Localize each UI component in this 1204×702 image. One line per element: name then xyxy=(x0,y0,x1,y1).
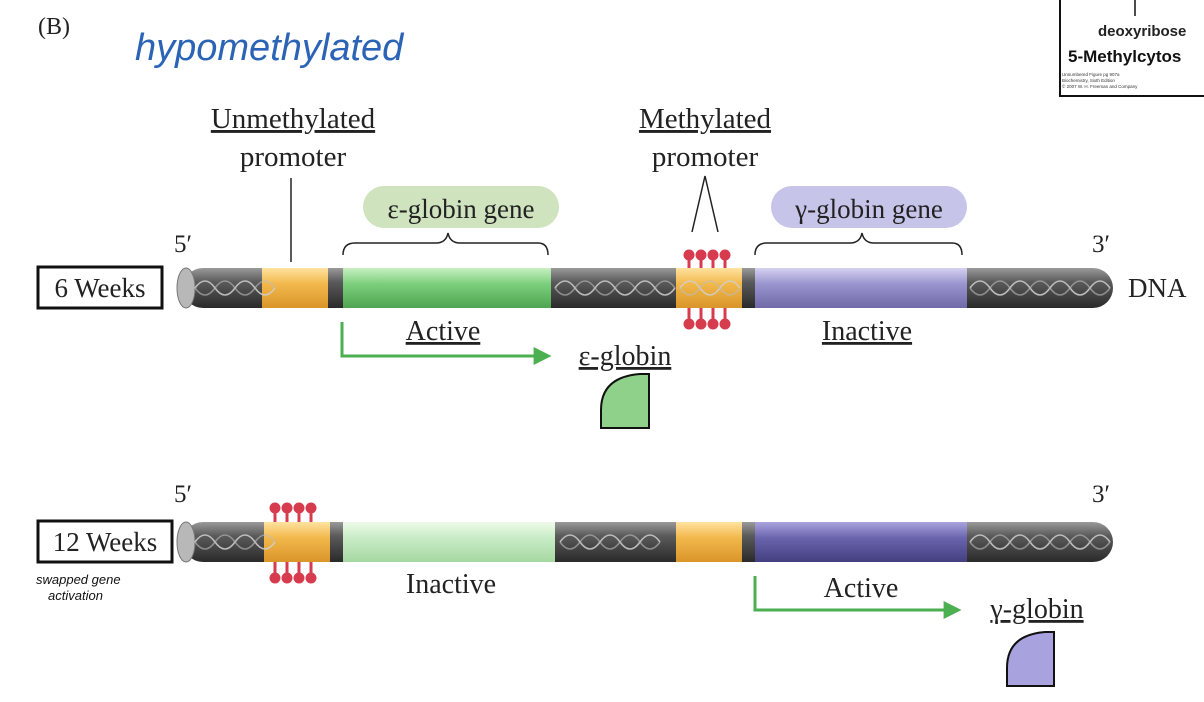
epsilon-gene-active xyxy=(343,268,551,308)
gamma-gene-label: γ-globin gene xyxy=(794,194,943,224)
epsilon-gene-label: ε-globin gene xyxy=(387,194,534,224)
dna-strand-row2 xyxy=(176,521,1113,563)
dna-strand-row1 xyxy=(176,267,1113,309)
gamma-promoter-unmethylated-region xyxy=(676,522,742,562)
methylated-promoter-label: promoter xyxy=(652,141,759,173)
methyl-groups-row1 xyxy=(683,249,731,330)
epsilon-state-row2: Inactive xyxy=(406,569,496,600)
time-label-12-weeks: 12 Weeks xyxy=(53,527,158,557)
methylated-promoter-region xyxy=(676,268,742,308)
epsilon-gene-inactive xyxy=(343,522,555,562)
row1-5prime: 5′ xyxy=(174,231,192,258)
row2-5prime: 5′ xyxy=(174,481,192,508)
inset-deoxyribose: deoxyribose xyxy=(1098,23,1186,40)
methylated-label: Methylated xyxy=(639,103,772,135)
gamma-globin-protein-icon xyxy=(1006,631,1055,687)
inset-caption-2: Biochemistry, Sixth Edition xyxy=(1062,78,1115,83)
gamma-globin-product: γ-globin xyxy=(989,594,1083,625)
time-box-6-weeks xyxy=(36,265,164,310)
methyl-groups-row2 xyxy=(269,502,317,584)
gamma-gene-brace xyxy=(754,232,963,256)
transcription-arrow-epsilon xyxy=(340,322,552,365)
transcription-arrow-gamma xyxy=(753,576,962,619)
unmethylated-promoter-region xyxy=(262,268,328,308)
gamma-state-row2: Active xyxy=(824,573,899,604)
epsilon-promoter-methylated-region xyxy=(264,522,330,562)
gamma-gene-active xyxy=(755,522,967,562)
row-12-weeks: 5′ 3′ 12 Weeks Inactive Active γ-g xyxy=(36,481,1113,687)
inset-caption-1: Unnumbered Figure pg 907a xyxy=(1062,72,1120,77)
unmethylated-label: Unmethylated xyxy=(211,103,376,135)
handwritten-note: swapped gene activation xyxy=(36,572,121,603)
handwritten-note-line1: swapped gene xyxy=(36,572,121,587)
dna-label: DNA xyxy=(1128,273,1187,303)
epsilon-gene-brace xyxy=(342,232,549,256)
inset-caption-3: © 2007 W. H. Freeman and Company xyxy=(1062,83,1138,89)
epsilon-globin-product: ε-globin xyxy=(579,341,672,372)
gamma-state-row1: Inactive xyxy=(822,316,912,347)
epsilon-gene-pill xyxy=(363,186,559,228)
time-label-6-weeks: 6 Weeks xyxy=(54,273,145,303)
row2-3prime: 3′ xyxy=(1092,481,1110,508)
row1-3prime: 3′ xyxy=(1092,231,1110,258)
handwritten-note-line2: activation xyxy=(48,588,103,603)
gamma-gene-inactive xyxy=(755,268,967,308)
epsilon-state-row1: Active xyxy=(406,316,481,347)
unmethylated-promoter-label: promoter xyxy=(240,141,347,173)
time-box-12-weeks xyxy=(36,519,174,564)
handwritten-title: hypomethylated xyxy=(135,27,405,69)
methylated-pointer xyxy=(691,175,719,233)
epsilon-globin-protein-icon xyxy=(600,373,650,429)
row-6-weeks: Unmethylated promoter Methylated promote… xyxy=(36,103,1187,429)
inset-methylcytosine: 5-Methylcytos xyxy=(1068,47,1181,66)
inset-figure: deoxyribose 5-Methylcytos Unnumbered Fig… xyxy=(1059,0,1204,97)
gamma-gene-pill xyxy=(771,186,967,228)
inset-frame xyxy=(1059,0,1204,97)
panel-label: (B) xyxy=(38,14,70,40)
